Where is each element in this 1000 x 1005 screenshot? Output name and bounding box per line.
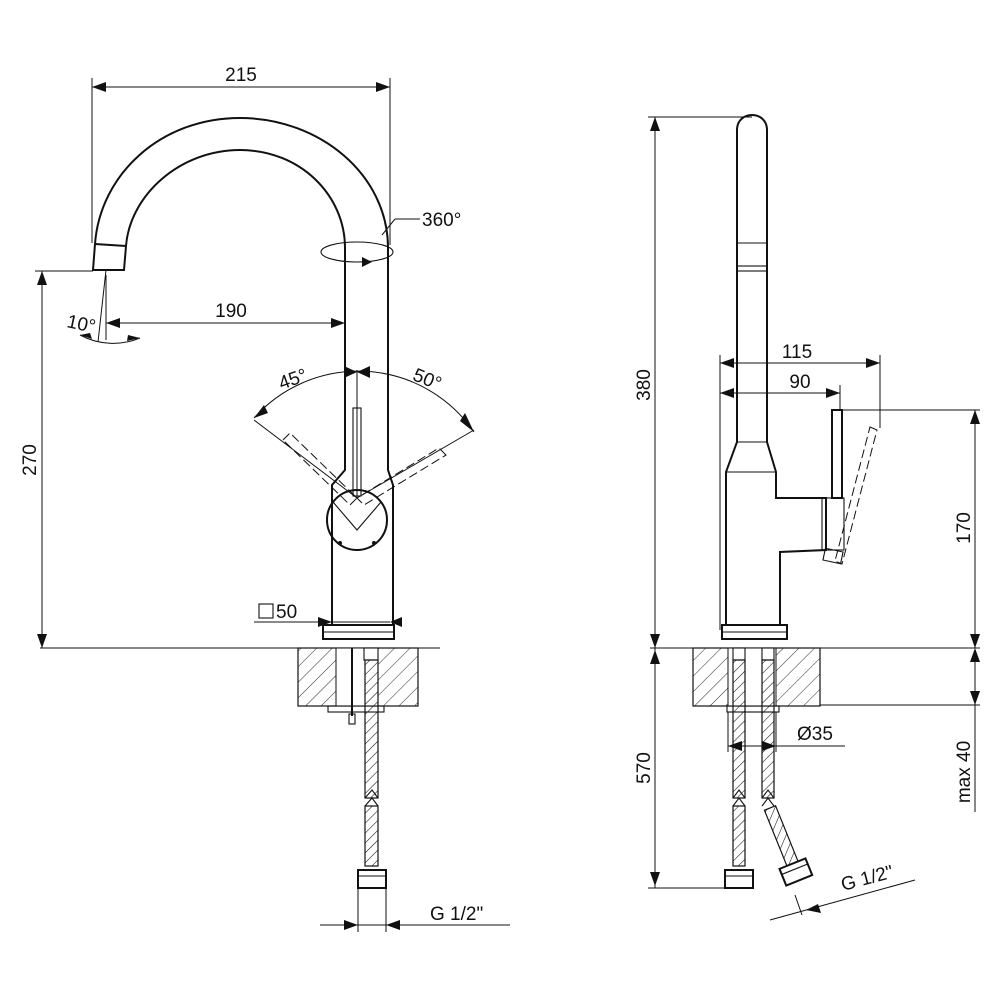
side-hose-left-top — [732, 659, 746, 799]
side-dim-90-label: 90 — [789, 372, 810, 393]
front-view: 45° 50° 215 360° 190 10° 270 — [20, 65, 510, 932]
front-dim-360-label: 360° — [422, 210, 461, 231]
front-angle-right-label: 50° — [410, 365, 445, 395]
front-supply-hose-top — [364, 659, 379, 799]
front-dim-thread-label: G 1/2" — [430, 904, 483, 925]
front-lever-right-position — [356, 447, 447, 506]
side-dim-35-label: Ø35 — [797, 724, 833, 745]
side-hose-right-bottom — [763, 804, 799, 867]
front-square-symbol — [258, 603, 274, 619]
front-cartridge-knob — [326, 489, 388, 551]
front-dim-190-label: 190 — [215, 301, 247, 322]
side-hose-right-nut — [778, 857, 814, 887]
front-spout-outer — [94, 116, 389, 470]
side-mixer-outline — [725, 114, 827, 626]
side-lever-tilt-position — [834, 426, 878, 565]
front-aerator — [91, 243, 127, 271]
front-dim-215-label: 215 — [225, 65, 257, 86]
front-mixer-body — [331, 410, 394, 626]
side-dim-570-label: 570 — [634, 752, 655, 784]
side-lever — [831, 409, 843, 499]
front-dim-50-label: 50 — [276, 602, 297, 623]
side-dim-max40-label: max 40 — [954, 741, 975, 803]
front-supply-hose-bottom — [364, 805, 379, 867]
side-dim-170-label: 170 — [954, 512, 975, 544]
side-dim-115-label: 115 — [782, 342, 812, 363]
side-hose-left-nut — [724, 869, 754, 889]
side-view: 380 115 90 170 max 40 570 — [634, 114, 980, 921]
front-lever-left-position — [282, 432, 358, 506]
side-hose-left-bottom — [732, 805, 746, 867]
side-hose-right-top — [761, 659, 775, 799]
front-rotation-ellipse — [320, 241, 394, 263]
front-spout-outlet-ring — [94, 243, 127, 247]
front-spout-angle-arc — [79, 334, 141, 344]
front-angle-left-label: 45° — [276, 365, 310, 395]
front-dim-10-label: 10° — [65, 311, 97, 338]
front-spout-inner — [125, 148, 346, 470]
front-hose-nut — [357, 869, 387, 889]
front-fixing-nut — [327, 705, 385, 713]
side-aerator — [736, 265, 768, 272]
side-fixing-nut — [726, 705, 780, 713]
side-dim-thread-label: G 1/2" — [839, 862, 896, 896]
side-dim-380-label: 380 — [634, 369, 655, 401]
front-dim-270-label: 270 — [20, 444, 41, 476]
